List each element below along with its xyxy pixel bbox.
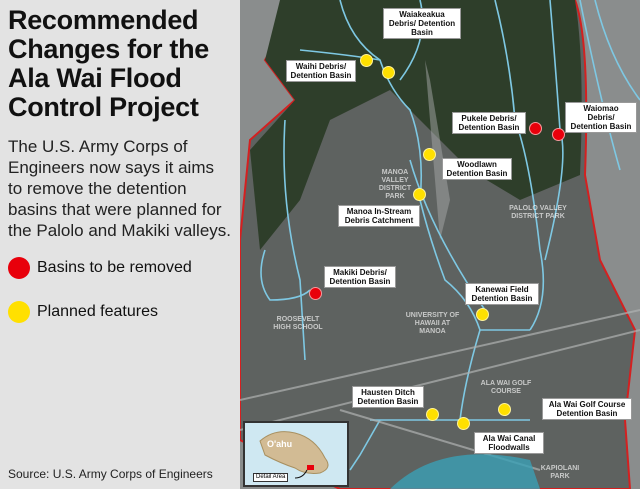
description: The U.S. Army Corps of Engineers now say… (8, 137, 232, 240)
place-university: UNIVERSITY OF HAWAII AT MANOA (405, 312, 460, 335)
streams (260, 0, 640, 471)
locator-inset: O'ahu Detail Area (243, 421, 349, 487)
place-roosevelt: ROOSEVELT HIGH SCHOOL (273, 316, 323, 331)
marker-floodwalls[interactable] (457, 417, 470, 430)
label-kanewai: Kanewai Field Detention Basin (465, 283, 539, 305)
place-golf-course: ALA WAI GOLF COURSE (480, 380, 532, 395)
legend-planned: Planned features (8, 301, 232, 323)
marker-waiomao[interactable] (552, 128, 565, 141)
marker-golf-course[interactable] (498, 403, 511, 416)
legend-planned-label: Planned features (37, 303, 158, 320)
marker-waiakeakua[interactable] (382, 66, 395, 79)
label-waiomao: Waiomao Debris/ Detention Basin (565, 102, 637, 133)
marker-woodlawn[interactable] (423, 148, 436, 161)
oahu-island-shape (259, 431, 329, 479)
label-waihi: Waihi Debris/ Detention Basin (286, 60, 356, 82)
place-kapiolani: KAPIOLANI PARK (540, 465, 580, 480)
inset-detail-label: Detail Area (253, 473, 289, 482)
marker-makiki[interactable] (309, 287, 322, 300)
ocean (390, 454, 540, 489)
label-floodwalls: Ala Wai Canal Floodwalls (474, 432, 544, 454)
label-pukele: Pukele Debris/ Detention Basin (452, 112, 526, 134)
marker-pukele[interactable] (529, 122, 542, 135)
label-makiki: Makiki Debris/ Detention Basin (324, 266, 396, 288)
inset-island-label: O'ahu (267, 439, 293, 449)
label-golf-course: Ala Wai Golf Course Detention Basin (542, 398, 632, 420)
place-palolo-park: PALOLO VALLEY DISTRICT PARK (509, 205, 567, 220)
legend-removed: Basins to be removed (8, 257, 232, 279)
marker-hausten[interactable] (426, 408, 439, 421)
label-manoa-catchment: Manoa In-Stream Debris Catchment (338, 205, 420, 227)
info-panel: Recommended Changes for the Ala Wai Floo… (0, 0, 240, 489)
source-credit: Source: U.S. Army Corps of Engineers (8, 467, 213, 481)
marker-manoa-catchment[interactable] (413, 188, 426, 201)
map: MANOA VALLEY DISTRICT PARK PALOLO VALLEY… (240, 0, 640, 489)
marker-waihi[interactable] (360, 54, 373, 67)
red-dot-icon (8, 257, 30, 279)
place-manoa-park: MANOA VALLEY DISTRICT PARK (378, 169, 412, 200)
page-title: Recommended Changes for the Ala Wai Floo… (8, 5, 210, 122)
legend-removed-label: Basins to be removed (37, 259, 192, 276)
label-hausten: Hausten Ditch Detention Basin (352, 386, 424, 408)
label-woodlawn: Woodlawn Detention Basin (442, 158, 512, 180)
label-waiakeakua: Waiakeakua Debris/ Detention Basin (383, 8, 461, 39)
yellow-dot-icon (8, 301, 30, 323)
marker-kanewai[interactable] (476, 308, 489, 321)
